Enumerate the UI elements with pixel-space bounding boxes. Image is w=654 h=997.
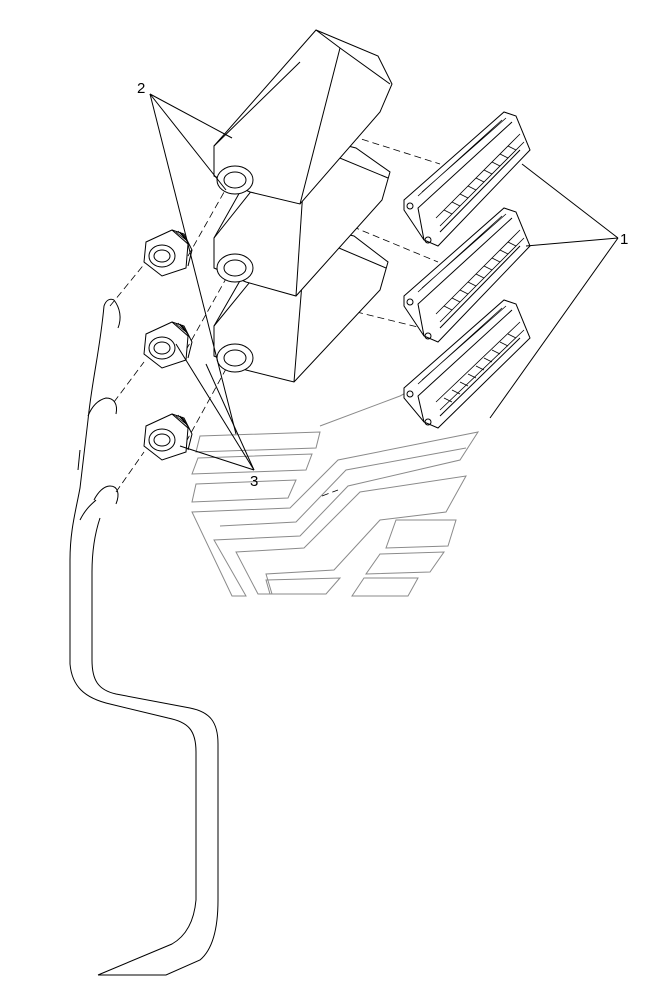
multi-pin-connector <box>403 299 531 429</box>
watermark-logo <box>191 379 480 597</box>
multi-pin-connector <box>403 111 531 247</box>
callout-housing: 2 <box>137 80 145 97</box>
gland-nut <box>143 413 193 461</box>
leader-lines <box>149 93 619 471</box>
wiring-harness <box>69 298 219 976</box>
gland-nut <box>143 229 193 277</box>
gland-nut <box>143 321 193 369</box>
callout-nut: 3 <box>250 473 258 490</box>
multi-pin-connector <box>403 207 531 343</box>
housing <box>213 29 393 205</box>
callout-connector: 1 <box>620 231 628 248</box>
assembly-guide-lines <box>109 125 441 497</box>
